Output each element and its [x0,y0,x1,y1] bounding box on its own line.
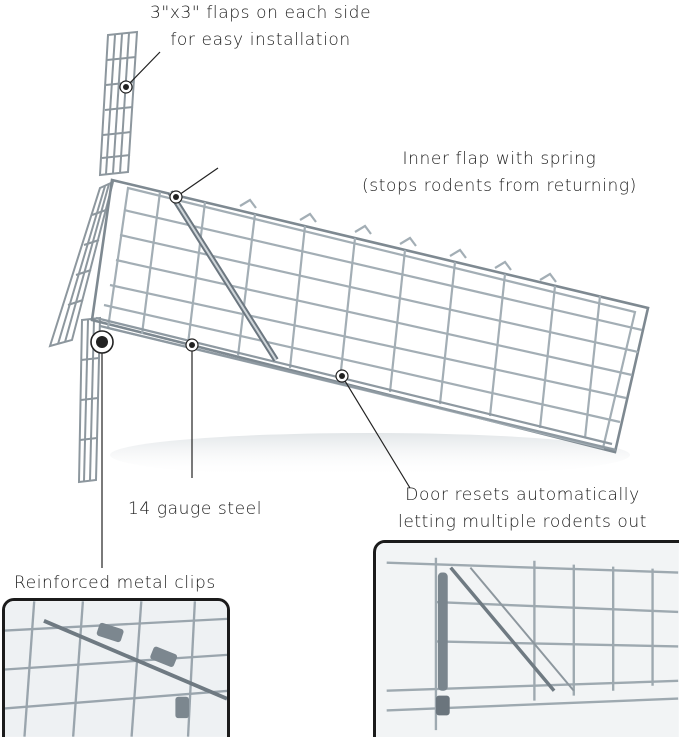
circle-dot-icon [335,369,349,383]
callout-clips: Reinforced metal clips [14,570,216,597]
callout-flaps-line2: for easy installation [170,30,351,50]
callout-inner-flap: Inner flap with spring (stops rodents fr… [362,146,637,200]
left-side-flap [48,180,115,348]
callout-inner-flap-line1: Inner flap with spring [402,149,597,169]
top-flap [98,30,139,177]
callout-inner-flap-line2: (stops rodents from returning) [362,176,637,196]
circle-dot-icon [119,80,133,94]
circle-dot-icon [185,338,199,352]
callout-door-line2: letting multiple rodents out [398,512,648,532]
callout-gauge: 14 gauge steel [128,496,262,523]
circle-dot-icon [90,330,114,354]
clips-closeup [5,601,227,737]
inset-clips-photo [2,598,230,737]
callout-door-line1: Door resets automatically [405,485,640,505]
bottom-flap [77,316,102,484]
cage-body [90,178,650,454]
cage-shadow [110,433,630,477]
callout-clips-line1: Reinforced metal clips [14,573,216,593]
callout-flaps-line1: 3"x3" flaps on each side [150,3,372,23]
door-closeup [376,543,679,737]
callout-gauge-line1: 14 gauge steel [128,499,263,519]
circle-dot-icon [169,190,183,204]
callout-lines [101,51,411,568]
inset-door-photo [373,540,679,737]
callout-flaps: 3"x3" flaps on each side for easy instal… [150,0,371,54]
pointer-dots [90,80,349,383]
callout-door: Door resets automatically letting multip… [398,482,647,536]
